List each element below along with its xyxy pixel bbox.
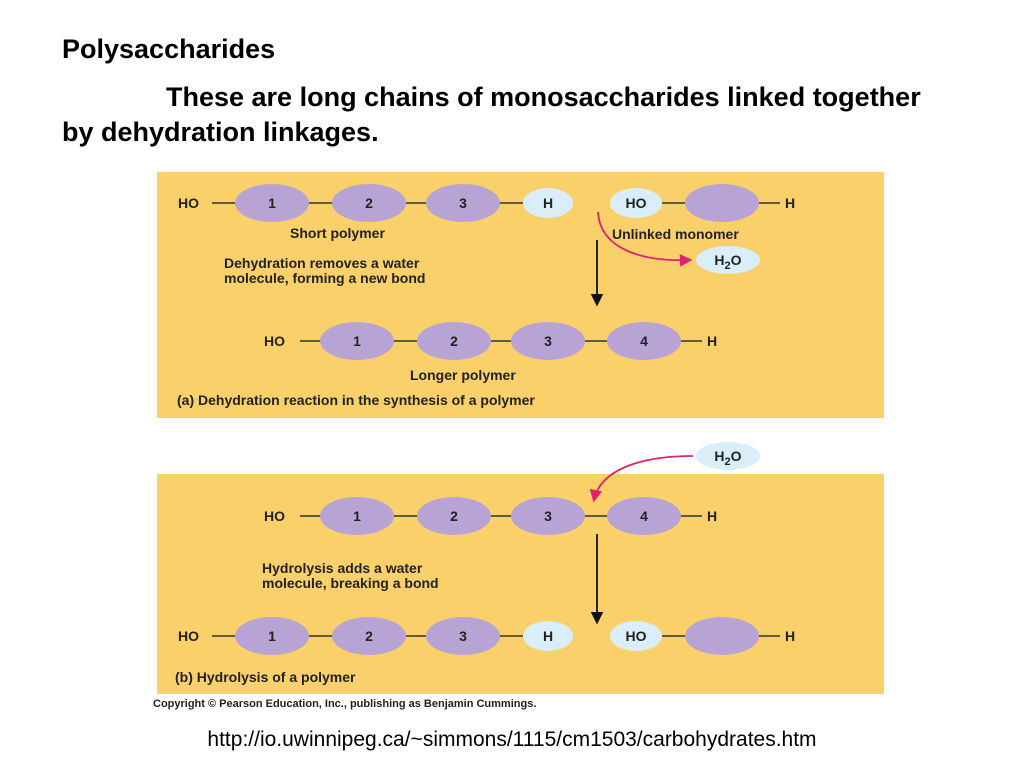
- monomer-number: 2: [450, 508, 458, 524]
- panel-a-caption: (a) Dehydration reaction in the synthesi…: [177, 392, 535, 408]
- ho-end-label: HO: [264, 508, 285, 524]
- polymer-before-hydrolysis: HO 1 2 3 4 H: [264, 497, 717, 535]
- monomer-number: 3: [544, 333, 552, 349]
- monomer-unit: [685, 617, 759, 655]
- monomer-unit: [320, 322, 394, 360]
- monomer-number: 1: [268, 628, 276, 644]
- water-bubble: [696, 246, 760, 274]
- hydrolysis-step-line1: Hydrolysis adds a water: [262, 560, 423, 576]
- monomer-number: 2: [450, 333, 458, 349]
- unlinked-monomer-label: Unlinked monomer: [612, 226, 739, 242]
- monomer-number: 3: [544, 508, 552, 524]
- monomer-number: 2: [365, 195, 373, 211]
- monomer-unit: [685, 184, 759, 222]
- source-link[interactable]: http://io.uwinnipeg.ca/~simmons/1115/cm1…: [207, 728, 817, 751]
- short-polymer-label: Short polymer: [290, 225, 385, 241]
- ho-end-bubble: [610, 621, 662, 651]
- h-end-label: H: [785, 195, 795, 211]
- slide-body-text: These are long chains of monosaccharides…: [62, 82, 921, 147]
- ho-end-label: HO: [178, 628, 199, 644]
- monomer-unit: [607, 497, 681, 535]
- monomer-unit: [332, 617, 406, 655]
- monomer-number: 1: [353, 333, 361, 349]
- h-end-bubble: [523, 621, 573, 651]
- monomer-unit: [426, 184, 500, 222]
- monomer-unit: [235, 184, 309, 222]
- monomer-unit: [511, 497, 585, 535]
- ho-end-label: HO: [626, 628, 647, 644]
- water-label: H2O: [714, 252, 741, 272]
- hydrolysis-step-line2: molecule, breaking a bond: [262, 575, 439, 591]
- monomer-number: 4: [640, 333, 648, 349]
- monomer-number: 2: [365, 628, 373, 644]
- monomer-unit: [607, 322, 681, 360]
- monomer-number: 3: [459, 195, 467, 211]
- water-bubble: [696, 442, 760, 470]
- monomer-unit: [320, 497, 394, 535]
- h-end-label: H: [707, 508, 717, 524]
- water-addition-arrow: [589, 455, 694, 503]
- monomer-number: 4: [640, 508, 648, 524]
- longer-polymer-label: Longer polymer: [410, 367, 516, 383]
- h-end-bubble: [523, 188, 573, 218]
- water-label: H2O: [714, 448, 741, 468]
- h-end-label: H: [785, 628, 795, 644]
- h-end-label: H: [707, 333, 717, 349]
- unlinked-monomer: HO H Unlinked monomer: [610, 184, 795, 242]
- h-end-label: H: [543, 628, 553, 644]
- monomer-unit: [511, 322, 585, 360]
- monomer-unit: [417, 497, 491, 535]
- hydrolysis-products: HO 1 2 3 H HO H: [178, 617, 795, 655]
- short-polymer: HO 1 2 3 H Short polymer: [178, 184, 573, 241]
- dehydration-step-line1: Dehydration removes a water: [224, 255, 420, 271]
- copyright-notice: Copyright © Pearson Education, Inc., pub…: [153, 698, 537, 710]
- monomer-number: 1: [268, 195, 276, 211]
- monomer-unit: [426, 617, 500, 655]
- longer-polymer: HO 1 2 3 4 H Longer polymer: [264, 322, 717, 383]
- ho-end-label: HO: [178, 195, 199, 211]
- monomer-unit: [332, 184, 406, 222]
- water-release-arrow: [597, 211, 693, 267]
- dehydration-step-line2: molecule, forming a new bond: [224, 270, 425, 286]
- panel-b-caption: (b) Hydrolysis of a polymer: [175, 669, 356, 685]
- monomer-unit: [417, 322, 491, 360]
- h-end-label: H: [543, 195, 553, 211]
- monomer-unit: [235, 617, 309, 655]
- ho-end-label: HO: [264, 333, 285, 349]
- ho-end-bubble: [610, 188, 662, 218]
- monomer-number: 1: [353, 508, 361, 524]
- ho-end-label: HO: [626, 195, 647, 211]
- slide-title: Polysaccharides: [62, 34, 276, 64]
- monomer-number: 3: [459, 628, 467, 644]
